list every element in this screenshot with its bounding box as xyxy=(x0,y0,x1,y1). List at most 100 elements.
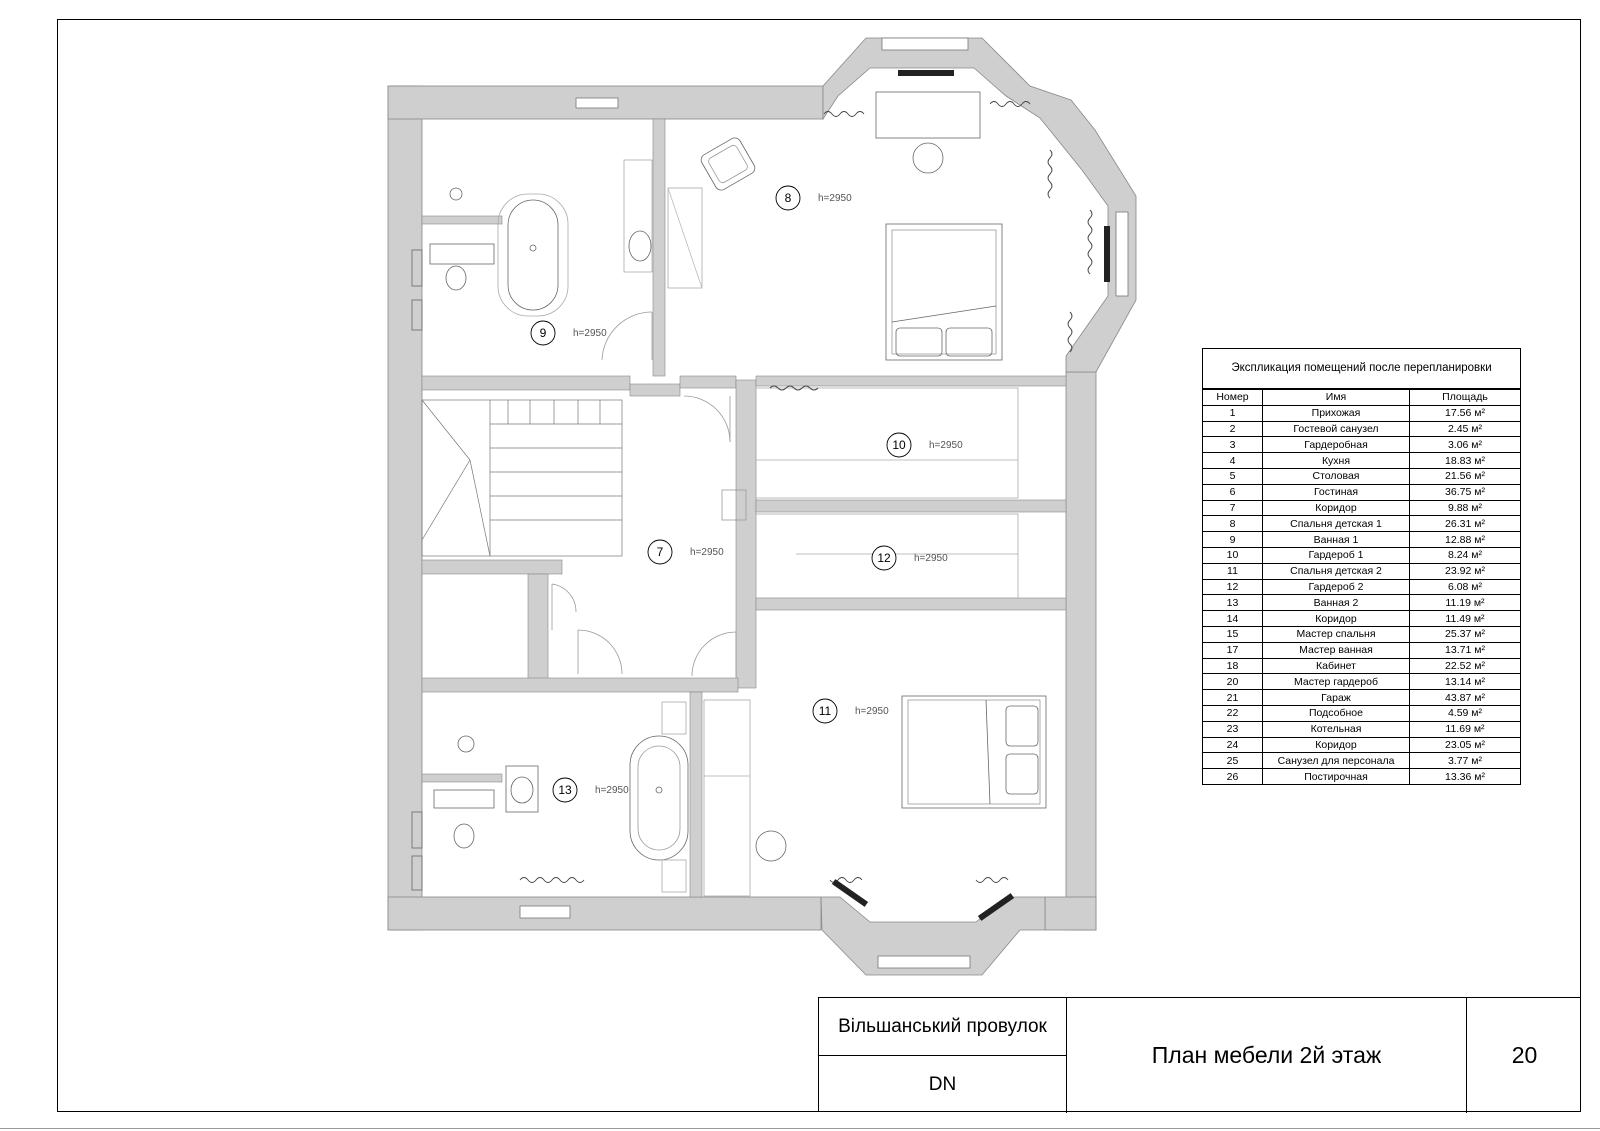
room-number: 11 xyxy=(819,704,832,718)
window xyxy=(1115,211,1129,297)
cell-area: 21.56 м² xyxy=(1409,467,1520,485)
cell-number: 5 xyxy=(1203,467,1263,485)
cell-area: 6.08 м² xyxy=(1409,578,1520,596)
author-initials: DN xyxy=(819,1056,1067,1113)
cell-name: Кухня xyxy=(1262,452,1410,469)
room-number: 9 xyxy=(540,326,547,340)
cell-area: 9.88 м² xyxy=(1409,499,1520,517)
right-wall xyxy=(1065,371,1097,931)
title-block: Вільшанський провулок DN План мебели 2й … xyxy=(818,997,1581,1113)
cell-name: Спальня детская 2 xyxy=(1262,562,1410,580)
ceiling-height: h=2950 xyxy=(818,193,852,204)
partition xyxy=(679,375,737,389)
cell-area: 17.56 м² xyxy=(1409,404,1520,422)
cell-number: 18 xyxy=(1203,657,1263,675)
bay-window-bottom xyxy=(820,896,1046,976)
cell-area: 3.06 м² xyxy=(1409,436,1520,454)
cell-area: 11.19 м² xyxy=(1409,594,1520,612)
cell-name: Подсобное xyxy=(1262,704,1410,722)
cell-name: Кабинет xyxy=(1262,657,1410,675)
cell-area: 12.88 м² xyxy=(1409,531,1520,548)
cell-number: 23 xyxy=(1203,720,1263,738)
cell-number: 22 xyxy=(1203,704,1263,722)
cell-name: Гостевой санузел xyxy=(1262,420,1410,438)
bed xyxy=(885,223,1003,361)
room-number: 12 xyxy=(877,551,891,565)
room-marker xyxy=(552,777,578,803)
bottom-wall-right xyxy=(1044,896,1097,931)
window xyxy=(575,97,619,109)
room-marker xyxy=(886,432,912,458)
window xyxy=(519,905,571,919)
cell-area: 4.59 м² xyxy=(1409,704,1520,722)
ceiling-height: h=2950 xyxy=(573,328,607,339)
room-number: 7 xyxy=(657,545,664,559)
window xyxy=(877,955,971,969)
cell-number: 24 xyxy=(1203,736,1263,754)
staircase xyxy=(421,399,623,557)
cell-number: 8 xyxy=(1203,515,1263,533)
cell-name: Гараж xyxy=(1262,689,1410,706)
header-area: Площадь xyxy=(1409,389,1520,406)
left-wall xyxy=(387,85,423,931)
curtains xyxy=(519,101,1093,883)
cell-name: Ванная 1 xyxy=(1262,531,1410,548)
partition xyxy=(652,118,666,377)
bathtub xyxy=(507,199,559,311)
cell-number: 1 xyxy=(1203,404,1263,422)
room-explication-table: Экспликация помещений после перепланиров… xyxy=(1202,348,1521,785)
ceiling-height: h=2950 xyxy=(914,553,948,564)
room-number: 10 xyxy=(892,438,906,452)
cell-name: Постирочная xyxy=(1262,768,1410,784)
room-marker xyxy=(812,698,838,724)
page-number: 20 xyxy=(1511,1042,1538,1068)
cell-name: Гостиная xyxy=(1262,483,1410,501)
cell-area: 43.87 м² xyxy=(1409,689,1520,706)
desk xyxy=(875,91,981,139)
room-marker xyxy=(871,545,897,571)
cell-number: 3 xyxy=(1203,436,1263,454)
chair xyxy=(755,830,787,862)
room-marker xyxy=(647,539,673,565)
ceiling-height: h=2950 xyxy=(595,785,629,796)
partition xyxy=(421,559,563,575)
cell-area: 23.05 м² xyxy=(1409,736,1520,754)
header-number: Номер xyxy=(1203,389,1263,406)
chair xyxy=(912,142,944,174)
radiator xyxy=(898,70,954,76)
top-wall xyxy=(387,85,824,120)
cell-number: 2 xyxy=(1203,420,1263,438)
cell-name: Мастер ванная xyxy=(1262,641,1410,659)
cell-area: 8.24 м² xyxy=(1409,546,1520,564)
cell-number: 26 xyxy=(1203,768,1263,784)
ceiling-height: h=2950 xyxy=(690,547,724,558)
cell-name: Мастер гардероб xyxy=(1262,673,1410,691)
cell-name: Столовая xyxy=(1262,467,1410,485)
partition xyxy=(527,573,549,685)
header-name: Имя xyxy=(1262,389,1410,406)
drawing-frame xyxy=(57,19,1581,1112)
cell-area: 11.49 м² xyxy=(1409,610,1520,627)
project-address: Вільшанський провулок xyxy=(819,998,1067,1056)
partition xyxy=(755,597,1067,611)
sheet-title: План мебели 2й этаж xyxy=(1067,998,1467,1113)
cell-number: 21 xyxy=(1203,689,1263,706)
cell-area: 13.36 м² xyxy=(1409,768,1520,784)
cell-number: 25 xyxy=(1203,752,1263,770)
cell-area: 26.31 м² xyxy=(1409,515,1520,533)
